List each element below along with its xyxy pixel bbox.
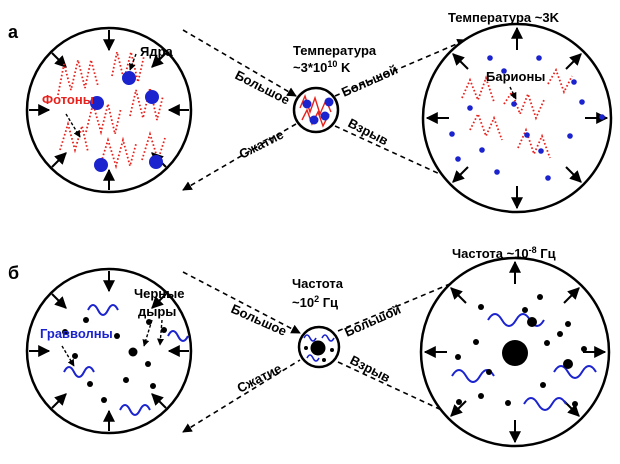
panel-a: а: [8, 10, 613, 214]
label-big-right: Большой: [342, 302, 403, 340]
panel-a-big-bang: [292, 86, 340, 134]
panel-a-right-universe: Барионы: [421, 22, 613, 214]
panel-a-left-universe: Ядра Фотоны: [25, 26, 193, 194]
panel-b: б: [8, 245, 611, 448]
label-compression: Сжатие: [235, 361, 284, 396]
panel-b-right-universe: [419, 256, 611, 448]
panel-b-letter: б: [8, 263, 19, 283]
label-gravwaves: Гравволны: [40, 326, 113, 341]
panel-b-center-freq: ~102 Гц: [292, 294, 338, 310]
label-photons: Фотоны: [42, 92, 94, 107]
compression-arrows: [29, 271, 189, 431]
gravwaves: [63, 304, 189, 416]
black-holes: [455, 294, 587, 407]
label-big-left: Большое: [233, 67, 293, 107]
panel-a-center-temp: ~3*1010 K: [293, 59, 351, 75]
expansion-arrows: [423, 260, 607, 444]
label-nuclei: Ядра: [140, 44, 174, 59]
label-black: Черные: [134, 286, 185, 301]
nuclei: [90, 71, 163, 172]
panel-b-right-title: Частота ~10-8 Гц: [452, 245, 556, 261]
photon-waves: [57, 51, 166, 170]
label-baryons: Барионы: [486, 69, 545, 84]
label-explosion: Взрыв: [348, 352, 393, 385]
panel-a-center-title: Температура: [293, 43, 377, 58]
panel-a-letter: а: [8, 22, 19, 42]
nucleus: [145, 90, 159, 104]
label-compression: Сжатие: [237, 127, 286, 162]
nucleus: [90, 96, 104, 110]
panel-b-left-universe: Черные дыры Гравволны: [25, 267, 193, 435]
nucleus: [94, 158, 108, 172]
panel-a-right-title: Температура ~3K: [448, 10, 560, 25]
label-explosion: Взрыв: [346, 115, 391, 148]
panel-b-big-bang: [297, 325, 341, 369]
baryons: [449, 55, 605, 181]
black-holes: [62, 317, 167, 403]
panel-b-center-title: Частота: [292, 276, 344, 291]
label-big-left: Большое: [229, 301, 289, 339]
nucleus: [122, 71, 136, 85]
nucleus: [149, 155, 163, 169]
label-holes: дыры: [138, 304, 176, 319]
